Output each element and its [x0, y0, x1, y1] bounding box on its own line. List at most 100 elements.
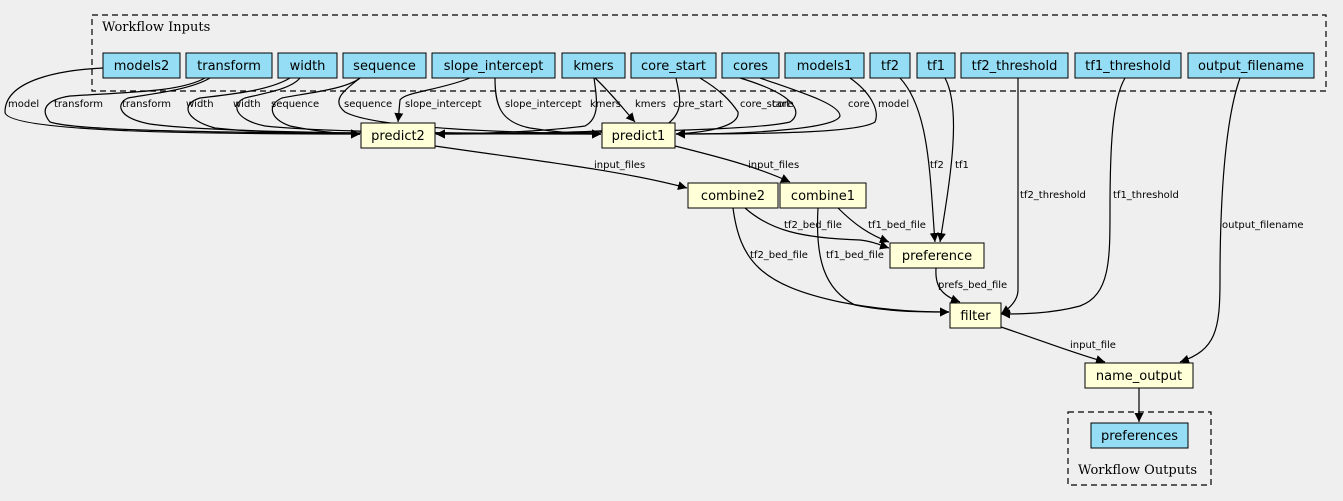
input-node-slope-intercept[interactable]: slope_intercept	[431, 52, 556, 79]
edge-label-width-to-predict1: width	[233, 99, 261, 110]
edge-label-transform-to-predict1: transform	[122, 99, 171, 110]
edge-label-output-filename-to-name-output: output_filename	[1222, 220, 1304, 231]
input-node-tf2-threshold[interactable]: tf2_threshold	[960, 52, 1069, 79]
edge-label-combine2-to-preference: tf2_bed_file	[784, 220, 842, 231]
step-label-name-output: name_output	[1096, 369, 1182, 384]
edge-label-sequence-to-predict1: sequence	[344, 99, 392, 110]
edge-label-models2-to-predict2: model	[8, 99, 39, 110]
edge-label-core-start-to-predict2: core_start	[673, 99, 723, 110]
input-node-transform[interactable]: transform	[185, 52, 273, 79]
input-label-sequence: sequence	[353, 59, 416, 74]
step-label-combine2: combine2	[701, 189, 765, 204]
edge-preference-to-filter	[935, 267, 961, 304]
edge-tf2-to-preference	[899, 77, 939, 243]
edge-tf1-to-preference	[936, 77, 955, 243]
input-node-output-filename[interactable]: output_filename	[1187, 52, 1315, 79]
edge-cores-to-predict2	[435, 77, 797, 139]
input-label-tf2-threshold: tf2_threshold	[972, 59, 1058, 74]
input-node-models1[interactable]: models1	[784, 52, 865, 79]
edge-output-filename-to-name-output	[1179, 77, 1241, 364]
input-label-width: width	[290, 59, 326, 74]
edge-tf2-threshold-to-filter	[1000, 78, 1019, 315]
input-node-models2[interactable]: models2	[102, 52, 181, 79]
edge-combine2-to-preference	[744, 207, 890, 250]
input-label-tf1-threshold: tf1_threshold	[1085, 59, 1171, 74]
edge-label-preference-to-filter: prefs_bed_file	[938, 280, 1007, 291]
step-node-combine2[interactable]: combine2	[687, 182, 779, 209]
edge-label-core-start-to-predict1: core_start	[740, 99, 790, 110]
edge-label-sequence-to-predict2: sequence	[271, 99, 319, 110]
output-node-preferences[interactable]: preferences	[1090, 422, 1189, 449]
input-label-tf1: tf1	[927, 59, 945, 74]
edge-kmers-to-predict1	[594, 77, 636, 123]
edge-label-cores-to-predict1: core	[848, 99, 870, 110]
step-node-combine1[interactable]: combine1	[779, 182, 867, 209]
edge-label-filter-to-name-output: input_file	[1070, 340, 1116, 351]
input-node-cores[interactable]: cores	[721, 52, 780, 79]
step-node-filter[interactable]: filter	[949, 302, 1002, 329]
edge-filter-to-name-output	[1000, 326, 1106, 364]
edge-label-tf2-threshold-to-filter: tf2_threshold	[1020, 190, 1086, 201]
input-label-slope-intercept: slope_intercept	[444, 59, 544, 74]
edge-tf1-threshold-to-filter	[1000, 77, 1126, 319]
edge-core-start-to-predict1	[675, 77, 739, 138]
edge-label-slope-intercept-to-predict2: slope_intercept	[405, 99, 482, 110]
input-node-sequence[interactable]: sequence	[342, 52, 427, 79]
edge-slope-intercept-to-predict2	[394, 77, 471, 123]
edge-label-combine2-to-filter: tf2_bed_file	[750, 250, 808, 261]
input-label-output-filename: output_filename	[1198, 59, 1304, 74]
step-node-preference[interactable]: preference	[889, 242, 985, 269]
step-label-filter: filter	[960, 309, 991, 324]
input-label-kmers: kmers	[573, 59, 614, 74]
workflow-inputs-cluster	[91, 14, 1327, 92]
input-node-tf2[interactable]: tf2	[869, 52, 911, 79]
input-node-tf1-threshold[interactable]: tf1_threshold	[1074, 52, 1182, 79]
edge-label-predict1-to-combine1: input_files	[748, 160, 799, 171]
edge-label-tf1-to-preference: tf1	[955, 160, 969, 171]
edge-label-predict2-to-combine2: input_files	[594, 160, 645, 171]
edge-slope-intercept-to-predict1	[494, 77, 602, 139]
step-node-predict2[interactable]: predict2	[360, 122, 436, 149]
input-label-models2: models2	[114, 59, 170, 74]
edge-label-models1-to-predict1: model	[878, 99, 909, 110]
input-node-kmers[interactable]: kmers	[561, 52, 626, 79]
step-label-predict2: predict2	[371, 129, 425, 144]
edge-predict1-to-combine1	[674, 145, 791, 183]
edge-sequence-to-predict2	[271, 77, 361, 139]
edge-combine1-to-filter	[816, 207, 950, 317]
edge-labels-layer: model transform transform width width sequenc…	[8, 99, 1304, 351]
step-label-predict1: predict1	[612, 129, 666, 144]
edge-cores-to-predict1	[675, 77, 841, 139]
output-label-preferences: preferences	[1101, 429, 1178, 444]
step-node-predict1[interactable]: predict1	[601, 122, 676, 149]
edge-label-cores-to-predict2: core	[772, 99, 794, 110]
input-node-core-start[interactable]: core_start	[630, 52, 717, 79]
input-label-models1: models1	[797, 59, 853, 74]
edge-label-kmers-to-predict2: kmers	[590, 99, 621, 110]
input-label-transform: transform	[197, 59, 261, 74]
step-node-name-output[interactable]: name_output	[1084, 362, 1194, 389]
edge-models1-to-predict1	[675, 77, 877, 139]
edge-label-slope-intercept-to-predict1: slope_intercept	[505, 99, 582, 110]
edge-label-tf1-threshold-to-filter: tf1_threshold	[1113, 190, 1179, 201]
input-node-tf1[interactable]: tf1	[916, 52, 956, 79]
edge-label-tf2-to-preference: tf2	[930, 160, 944, 171]
edge-label-combine1-to-filter: tf1_bed_file	[826, 250, 884, 261]
edge-label-width-to-predict2: width	[186, 99, 214, 110]
input-node-width[interactable]: width	[277, 52, 338, 79]
input-label-core-start: core_start	[641, 59, 706, 74]
input-label-tf2: tf2	[881, 59, 899, 74]
step-label-preference: preference	[902, 249, 972, 264]
edge-label-kmers-to-predict1: kmers	[635, 99, 666, 110]
step-label-combine1: combine1	[791, 189, 855, 204]
edge-transform-to-predict2	[44, 77, 361, 139]
edge-combine1-to-preference	[837, 207, 890, 244]
workflow-outputs-label: Workflow Outputs	[1078, 463, 1197, 478]
workflow-inputs-label: Workflow Inputs	[102, 20, 210, 35]
edge-predict2-to-combine2	[434, 145, 688, 191]
edge-label-transform-to-predict2: transform	[54, 99, 103, 110]
edges-layer	[4, 67, 1241, 422]
edge-label-combine1-to-preference: tf1_bed_file	[868, 220, 926, 231]
edge-width-to-predict2	[187, 77, 361, 139]
